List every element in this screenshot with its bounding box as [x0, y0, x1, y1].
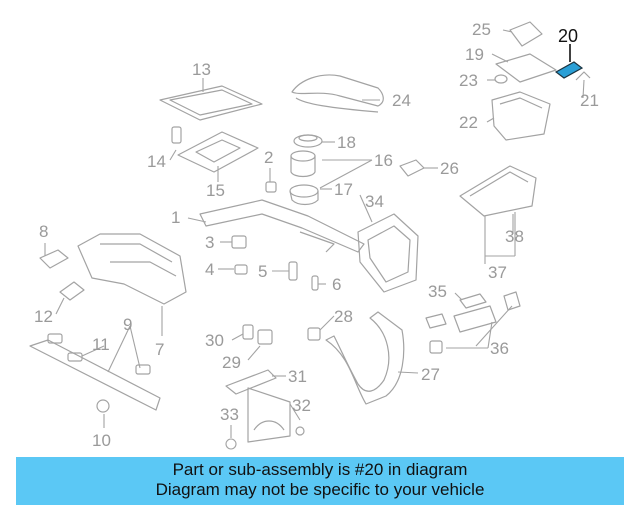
- part-32-fastener: [295, 426, 305, 436]
- part-12-bracket: [59, 281, 85, 301]
- part-7-console-frame: [77, 233, 187, 305]
- callout-7: 7: [155, 340, 164, 359]
- callout-27: 27: [421, 365, 440, 384]
- callout-numbers: 1 2 3 4 5 6 7 8 9 10 11 12 13 14 15 16 1…: [34, 20, 599, 450]
- part-35-clips: [425, 293, 487, 329]
- part-23-bumper: [494, 74, 508, 84]
- callout-1: 1: [171, 208, 180, 227]
- callout-8: 8: [39, 222, 48, 241]
- part-8-cap: [39, 249, 69, 269]
- callout-24: 24: [392, 91, 411, 110]
- part-33-side-cover: [247, 387, 291, 443]
- part-30-clip: [242, 324, 254, 340]
- callout-20-highlighted: 20: [558, 26, 578, 46]
- part-27-molding: [325, 311, 405, 405]
- callout-17: 17: [334, 180, 353, 199]
- part-18-cup-ring: [293, 134, 323, 148]
- callout-13: 13: [192, 60, 211, 79]
- part-34-bezel: [357, 213, 419, 293]
- callout-6: 6: [332, 275, 341, 294]
- info-banner: Part or sub-assembly is #20 in diagram D…: [16, 457, 624, 505]
- callout-29: 29: [222, 353, 241, 372]
- callout-19: 19: [465, 45, 484, 64]
- part-29-bracket: [257, 329, 273, 345]
- callout-15: 15: [206, 181, 225, 200]
- callout-14: 14: [147, 152, 166, 171]
- part-3-bracket: [231, 235, 247, 249]
- callout-30: 30: [205, 331, 224, 350]
- part-38-tray: [459, 165, 537, 217]
- callout-28: 28: [334, 307, 353, 326]
- part-2-clip: [265, 181, 277, 193]
- part-19-lid: [495, 53, 557, 83]
- part-11-clip: [67, 352, 83, 362]
- callout-36: 36: [490, 339, 509, 358]
- caption-line-2: Diagram may not be specific to your vehi…: [155, 480, 485, 499]
- callout-21: 21: [580, 91, 599, 110]
- part-17-cup-insert: [289, 184, 319, 206]
- part-10-plug: [96, 399, 110, 413]
- part-16-cup-holder: [290, 150, 316, 178]
- part-22-storage-bin: [491, 91, 551, 141]
- callout-18: 18: [337, 133, 356, 152]
- callout-9: 9: [123, 315, 132, 334]
- callout-26: 26: [440, 159, 459, 178]
- part-9-side-trim: [29, 339, 161, 411]
- callout-38: 38: [505, 227, 524, 246]
- callout-34: 34: [365, 192, 384, 211]
- leader-lines: [44, 29, 585, 450]
- callout-22: 22: [459, 113, 478, 132]
- callout-3: 3: [205, 233, 214, 252]
- callout-12: 12: [34, 307, 53, 326]
- part-21-spring: [575, 71, 591, 81]
- callout-33: 33: [220, 405, 239, 424]
- callout-25: 25: [472, 20, 491, 39]
- part-4-clip: [234, 264, 248, 275]
- callout-2: 2: [264, 148, 273, 167]
- part-24-armrest-lid: [291, 74, 384, 113]
- callout-10: 10: [92, 431, 111, 450]
- callout-11: 11: [92, 335, 110, 354]
- part-15-shifter-bezel: [177, 131, 259, 173]
- callout-32: 32: [292, 396, 311, 415]
- part-20-release-latch-highlighted: [554, 61, 584, 79]
- callout-35: 35: [428, 282, 447, 301]
- callout-16: 16: [374, 151, 393, 170]
- part-25-latch: [509, 21, 543, 47]
- part-5-pin: [288, 261, 298, 281]
- caption-line-1: Part or sub-assembly is #20 in diagram: [172, 460, 468, 479]
- parts-diagram: 1 2 3 4 5 6 7 8 9 10 11 12 13 14 15 16 1…: [29, 20, 599, 450]
- part-1-console-panel: [199, 199, 365, 253]
- part-9-clips: [47, 333, 151, 375]
- part-13-tray-mat: [159, 85, 263, 121]
- callout-23: 23: [459, 71, 478, 90]
- callout-37: 37: [488, 263, 507, 282]
- callout-4: 4: [205, 260, 214, 279]
- part-31-trim-panel: [225, 369, 277, 395]
- callout-5: 5: [258, 262, 267, 281]
- part-26-switch: [399, 159, 425, 177]
- part-28-bulb: [307, 327, 321, 341]
- part-36-trays: [429, 291, 521, 354]
- part-14-lamp: [171, 126, 182, 144]
- part-6-clip: [311, 275, 319, 291]
- callout-31: 31: [288, 367, 307, 386]
